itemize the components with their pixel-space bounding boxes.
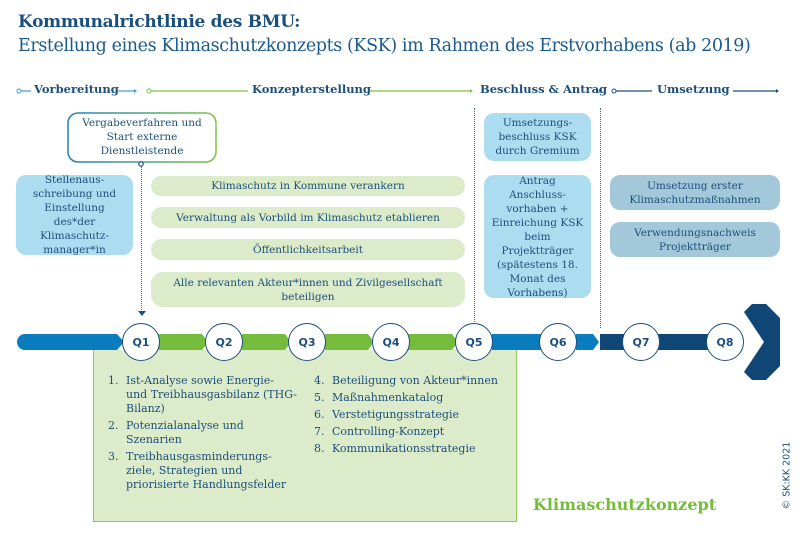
konzept-box-1: Klimaschutz in Kommune verankern [151, 176, 465, 196]
vergabe-box: Vergabeverfahren und Start externe Diens… [82, 117, 202, 157]
konzept-box-4: Alle relevanten Akteur*innen und Zivilge… [151, 272, 465, 307]
quarter-q2: Q2 [205, 323, 243, 361]
ksk-list-right: 4.Beteiligung von Akteur*innen 5.Maßnahm… [314, 374, 514, 459]
phase-umsetzung: Umsetzung [657, 82, 730, 96]
dotted-line-q1 [141, 166, 142, 314]
umsetzung-box-1: Umsetzung erster Klimaschutzmaßnahmen [610, 175, 780, 210]
konzept-box-2: Verwaltung als Vorbild im Klimaschutz et… [151, 207, 465, 228]
beschluss-box-1: Umsetzungs-beschluss KSK durch Gremium [484, 113, 591, 161]
arrow-down-icon [138, 311, 146, 316]
phase-line-beschluss [596, 89, 602, 93]
ksk-item-7: 7.Controlling-Konzept [314, 425, 445, 438]
umsetzung-box-2: Verwendungsnachweis Projektträger [610, 222, 780, 257]
phase-line-vorbereitung [16, 88, 137, 94]
timeline-bar-beschluss [492, 334, 599, 350]
konzept-box-3: Öffentlichkeitsarbeit [151, 239, 465, 260]
copyright: © SK:KK 2021 [781, 441, 793, 510]
ksk-item-1: 1.Ist-Analyse sowie Energie- und Treibha… [108, 374, 297, 415]
quarter-q4: Q4 [372, 323, 410, 361]
ksk-item-8: 8.Kommunikationsstrategie [314, 442, 476, 455]
vorbereitung-box: Stellenaus-schreibung und Einstellung de… [16, 174, 133, 256]
ksk-label: Klimaschutzkonzept [533, 495, 717, 514]
ksk-item-2: 2.Potenzialanalyse und Szenarien [108, 419, 244, 446]
quarter-q6: Q6 [539, 323, 577, 361]
phase-lines [16, 88, 779, 94]
phase-vorbereitung: Vorbereitung [34, 82, 119, 96]
ksk-list-left: 1.Ist-Analyse sowie Energie- und Treibha… [108, 374, 298, 495]
title: Kommunalrichtlinie des BMU: [18, 12, 301, 32]
quarter-q8: Q8 [706, 323, 744, 361]
ksk-item-4: 4.Beteiligung von Akteur*innen [314, 374, 498, 387]
phase-konzepterstellung: Konzepterstellung [252, 82, 371, 96]
subtitle: Erstellung eines Klimaschutzkonzepts (KS… [18, 36, 751, 56]
ksk-panel [93, 350, 517, 522]
timeline-bar-konzept [158, 334, 458, 350]
quarter-q3: Q3 [288, 323, 326, 361]
ksk-item-6: 6.Verstetigungsstrategie [314, 408, 459, 421]
big-arrow-head [744, 304, 780, 380]
phase-line-konzepterstellung [146, 88, 473, 94]
ksk-item-5: 5.Maßnahmenkatalog [314, 391, 444, 404]
ksk-item-3: 3.Treibhausgasminderungs-ziele, Strategi… [108, 450, 287, 491]
dotted-line-q5 [474, 108, 475, 328]
quarter-q5: Q5 [455, 323, 493, 361]
dotted-line-q6 [600, 108, 601, 328]
timeline-bar-vorbereitung [17, 334, 124, 350]
beschluss-box-2: Antrag Anschluss-vorhaben + Einreichung … [484, 175, 591, 299]
quarter-q7: Q7 [622, 323, 660, 361]
phase-line-umsetzung [611, 88, 779, 94]
quarter-q1: Q1 [122, 323, 160, 361]
phase-beschluss-antrag: Beschluss & Antrag [480, 82, 608, 96]
